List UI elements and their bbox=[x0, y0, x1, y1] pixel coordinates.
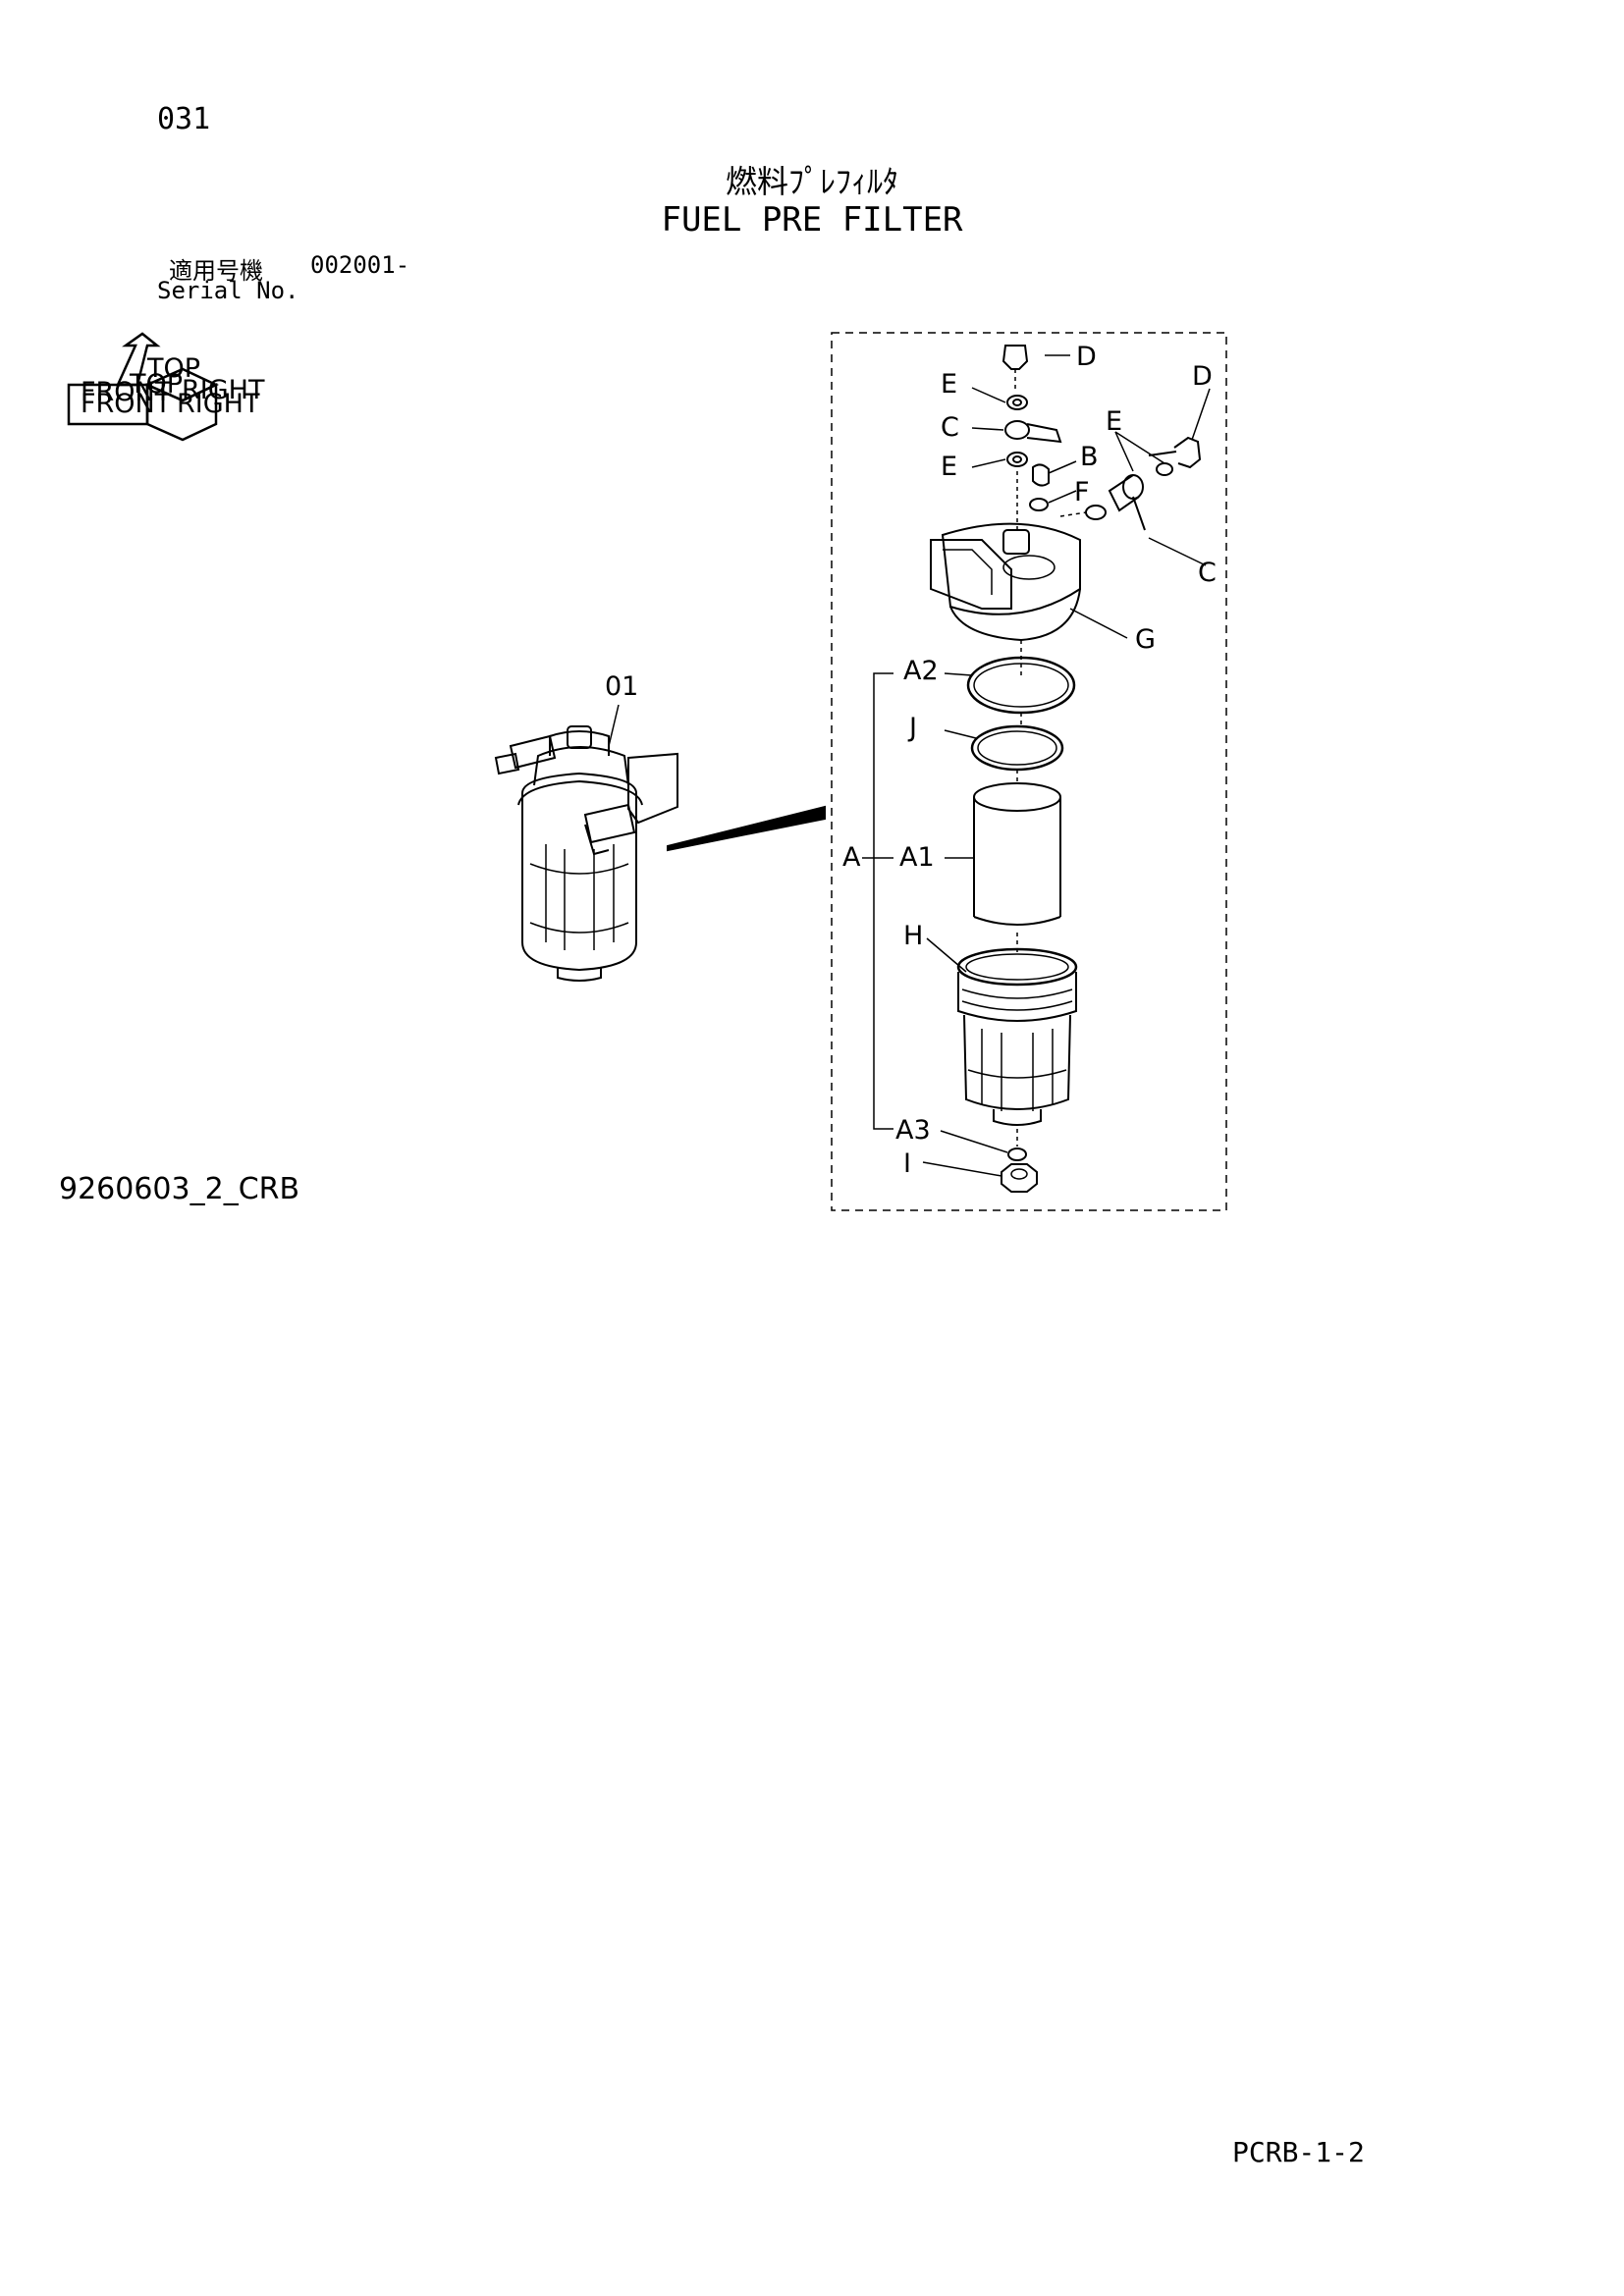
assembled-filter-illustration: 01 bbox=[494, 671, 678, 982]
detail-leader-wedge bbox=[667, 805, 826, 852]
callout-a3: A3 bbox=[895, 1115, 931, 1146]
detail-frame bbox=[831, 332, 1227, 1211]
footer-code: PCRB-1-2 bbox=[1232, 2136, 1365, 2168]
callout-d-right: D bbox=[1192, 361, 1213, 392]
filter-bowl-h bbox=[956, 947, 1078, 1126]
callout-h: H bbox=[903, 921, 923, 951]
callout-e-right: E bbox=[1106, 406, 1122, 437]
title-japanese: 燃料ﾌﾟﾚﾌｨﾙﾀ bbox=[725, 163, 898, 200]
callout-e-top: E bbox=[941, 369, 957, 400]
exploded-top-parts bbox=[1001, 345, 1202, 531]
filter-element-a1 bbox=[973, 782, 1061, 926]
callout-a2: A2 bbox=[903, 656, 939, 686]
drawing-id: 9260603_2_CRB bbox=[59, 1172, 300, 1206]
filter-head-part-g bbox=[930, 522, 1081, 677]
o-ring-j bbox=[970, 724, 1064, 772]
callout-a: A bbox=[842, 842, 861, 873]
callout-a1: A1 bbox=[899, 842, 935, 873]
callout-e-mid: E bbox=[941, 452, 957, 482]
assembly-a-bracket bbox=[873, 672, 893, 1130]
orientation-cube-icon: FRONT TOP RIGHT FRONT TOP RIGHT bbox=[67, 332, 265, 442]
serial-label-japanese: 適用号機 bbox=[169, 257, 263, 285]
callout-b: B bbox=[1080, 442, 1099, 472]
callout-c-right: C bbox=[1198, 558, 1217, 588]
callout-g: G bbox=[1135, 624, 1156, 655]
drain-plug-i bbox=[1001, 1163, 1038, 1193]
seal-a3 bbox=[1007, 1148, 1027, 1161]
orientation-top-label-2: TOP bbox=[129, 369, 183, 400]
serial-number: 002001- bbox=[310, 251, 410, 279]
orientation-right-label: RIGHT bbox=[177, 389, 260, 419]
orientation-right-label-2: RIGHT bbox=[182, 375, 265, 405]
callout-f: F bbox=[1074, 477, 1090, 507]
callout-i: I bbox=[903, 1148, 911, 1179]
page-number: 031 bbox=[157, 102, 211, 136]
callout-j: J bbox=[907, 713, 917, 743]
orientation-front-label: FRONT bbox=[81, 389, 172, 419]
serial-label-english: Serial No. bbox=[157, 277, 299, 304]
orientation-front-label-2: FRONT bbox=[81, 377, 172, 407]
orientation-top-label: TOP bbox=[146, 353, 200, 384]
callout-01: 01 bbox=[605, 671, 638, 702]
callout-leaders bbox=[922, 354, 1211, 1177]
callout-d-top: D bbox=[1076, 342, 1097, 372]
title-english: FUEL PRE FILTER bbox=[661, 200, 963, 240]
callout-c-left: C bbox=[941, 412, 959, 443]
